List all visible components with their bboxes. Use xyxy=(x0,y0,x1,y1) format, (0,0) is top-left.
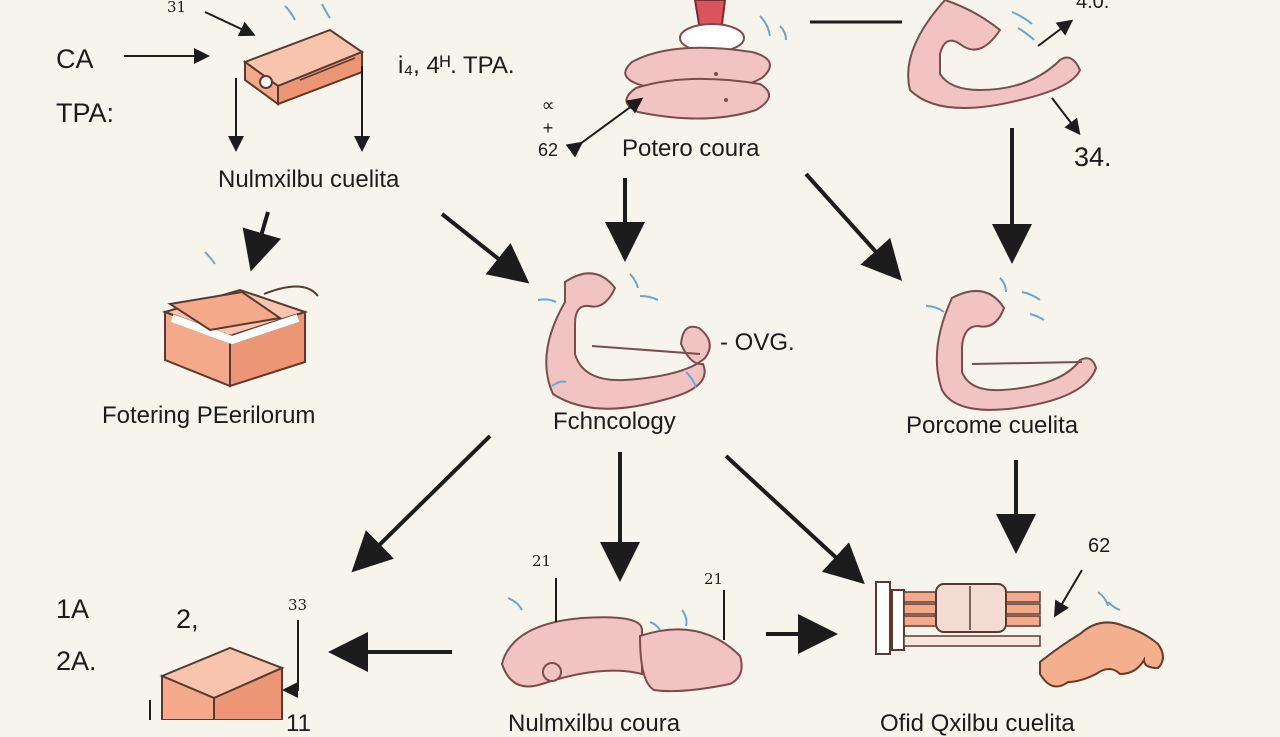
label-fotering: Fotering PEerilorum xyxy=(102,402,316,429)
arrow-31-to-box xyxy=(204,11,256,37)
label-top-right-num: 4.0. xyxy=(1076,0,1110,12)
bottom-right-device-icon xyxy=(875,581,1041,655)
label-small-note: 11 xyxy=(286,710,311,737)
label-2a: 2A. xyxy=(56,646,97,676)
bottom-right-organ-icon xyxy=(1039,591,1164,688)
label-symbol-stack: ∝ + 62 xyxy=(538,95,559,160)
diagram-artwork xyxy=(124,0,1164,720)
label-bottom-right-partial: Ofid Qxilbu cuelita xyxy=(880,710,1075,737)
connector-33-to-box xyxy=(282,620,299,698)
arrow-nulmxilbu-to-fchncology xyxy=(440,212,530,284)
label-31-top: 31 xyxy=(167,0,187,16)
right-organ-icon xyxy=(925,277,1098,411)
label-porcome: Porcome cuelita xyxy=(906,412,1079,439)
arrow-fchncology-to-bottom-left xyxy=(351,434,492,573)
spark-icon xyxy=(284,3,331,21)
arrow-symbol-to-coil xyxy=(565,97,644,158)
label-fchncology: Fchncology xyxy=(553,408,676,435)
label-62-right: 62 xyxy=(1088,535,1111,557)
bottom-left-box-icon xyxy=(149,646,285,720)
arrow-nulmxilbu-to-fotering xyxy=(242,211,282,272)
bottom-mid-organ-icon xyxy=(500,578,743,693)
diagram-canvas: 31 CA TPA: i₄, 4ᴴ. TPA. Nulmxilbu cuelit… xyxy=(56,0,1164,736)
label-21-left: 21 xyxy=(532,552,552,570)
arrow-fchncology-to-bottom-right xyxy=(724,454,865,585)
arrow-62-to-device xyxy=(1053,569,1083,618)
label-33: 33 xyxy=(288,596,308,614)
label-21-right: 21 xyxy=(704,570,724,588)
arrow-to-4-0 xyxy=(1037,19,1074,47)
label-34: 34. xyxy=(1074,142,1112,172)
open-box-icon xyxy=(161,251,319,388)
arrow-potero-to-porcome xyxy=(804,172,903,281)
label-tpa-left: TPA: xyxy=(56,98,115,128)
top-left-box-icon xyxy=(242,28,365,106)
label-top-mid-text: i₄, 4ᴴ. TPA. xyxy=(398,52,515,79)
label-nulmxilbu: Nulmxilbu cuelita xyxy=(218,166,400,193)
label-1a: 1A xyxy=(56,594,90,624)
top-right-organ-icon xyxy=(907,0,1082,109)
label-ca: CA xyxy=(56,44,94,74)
center-organ-icon xyxy=(537,272,711,410)
arrow-to-34 xyxy=(1051,97,1081,136)
label-potero: Potero coura xyxy=(622,135,760,162)
label-ovg: - OVG. xyxy=(720,329,795,356)
coiled-organ-icon xyxy=(624,0,787,120)
label-2-comma: 2, xyxy=(176,604,199,634)
label-bottom-mid-partial: Nulmxilbu coura xyxy=(508,710,681,737)
